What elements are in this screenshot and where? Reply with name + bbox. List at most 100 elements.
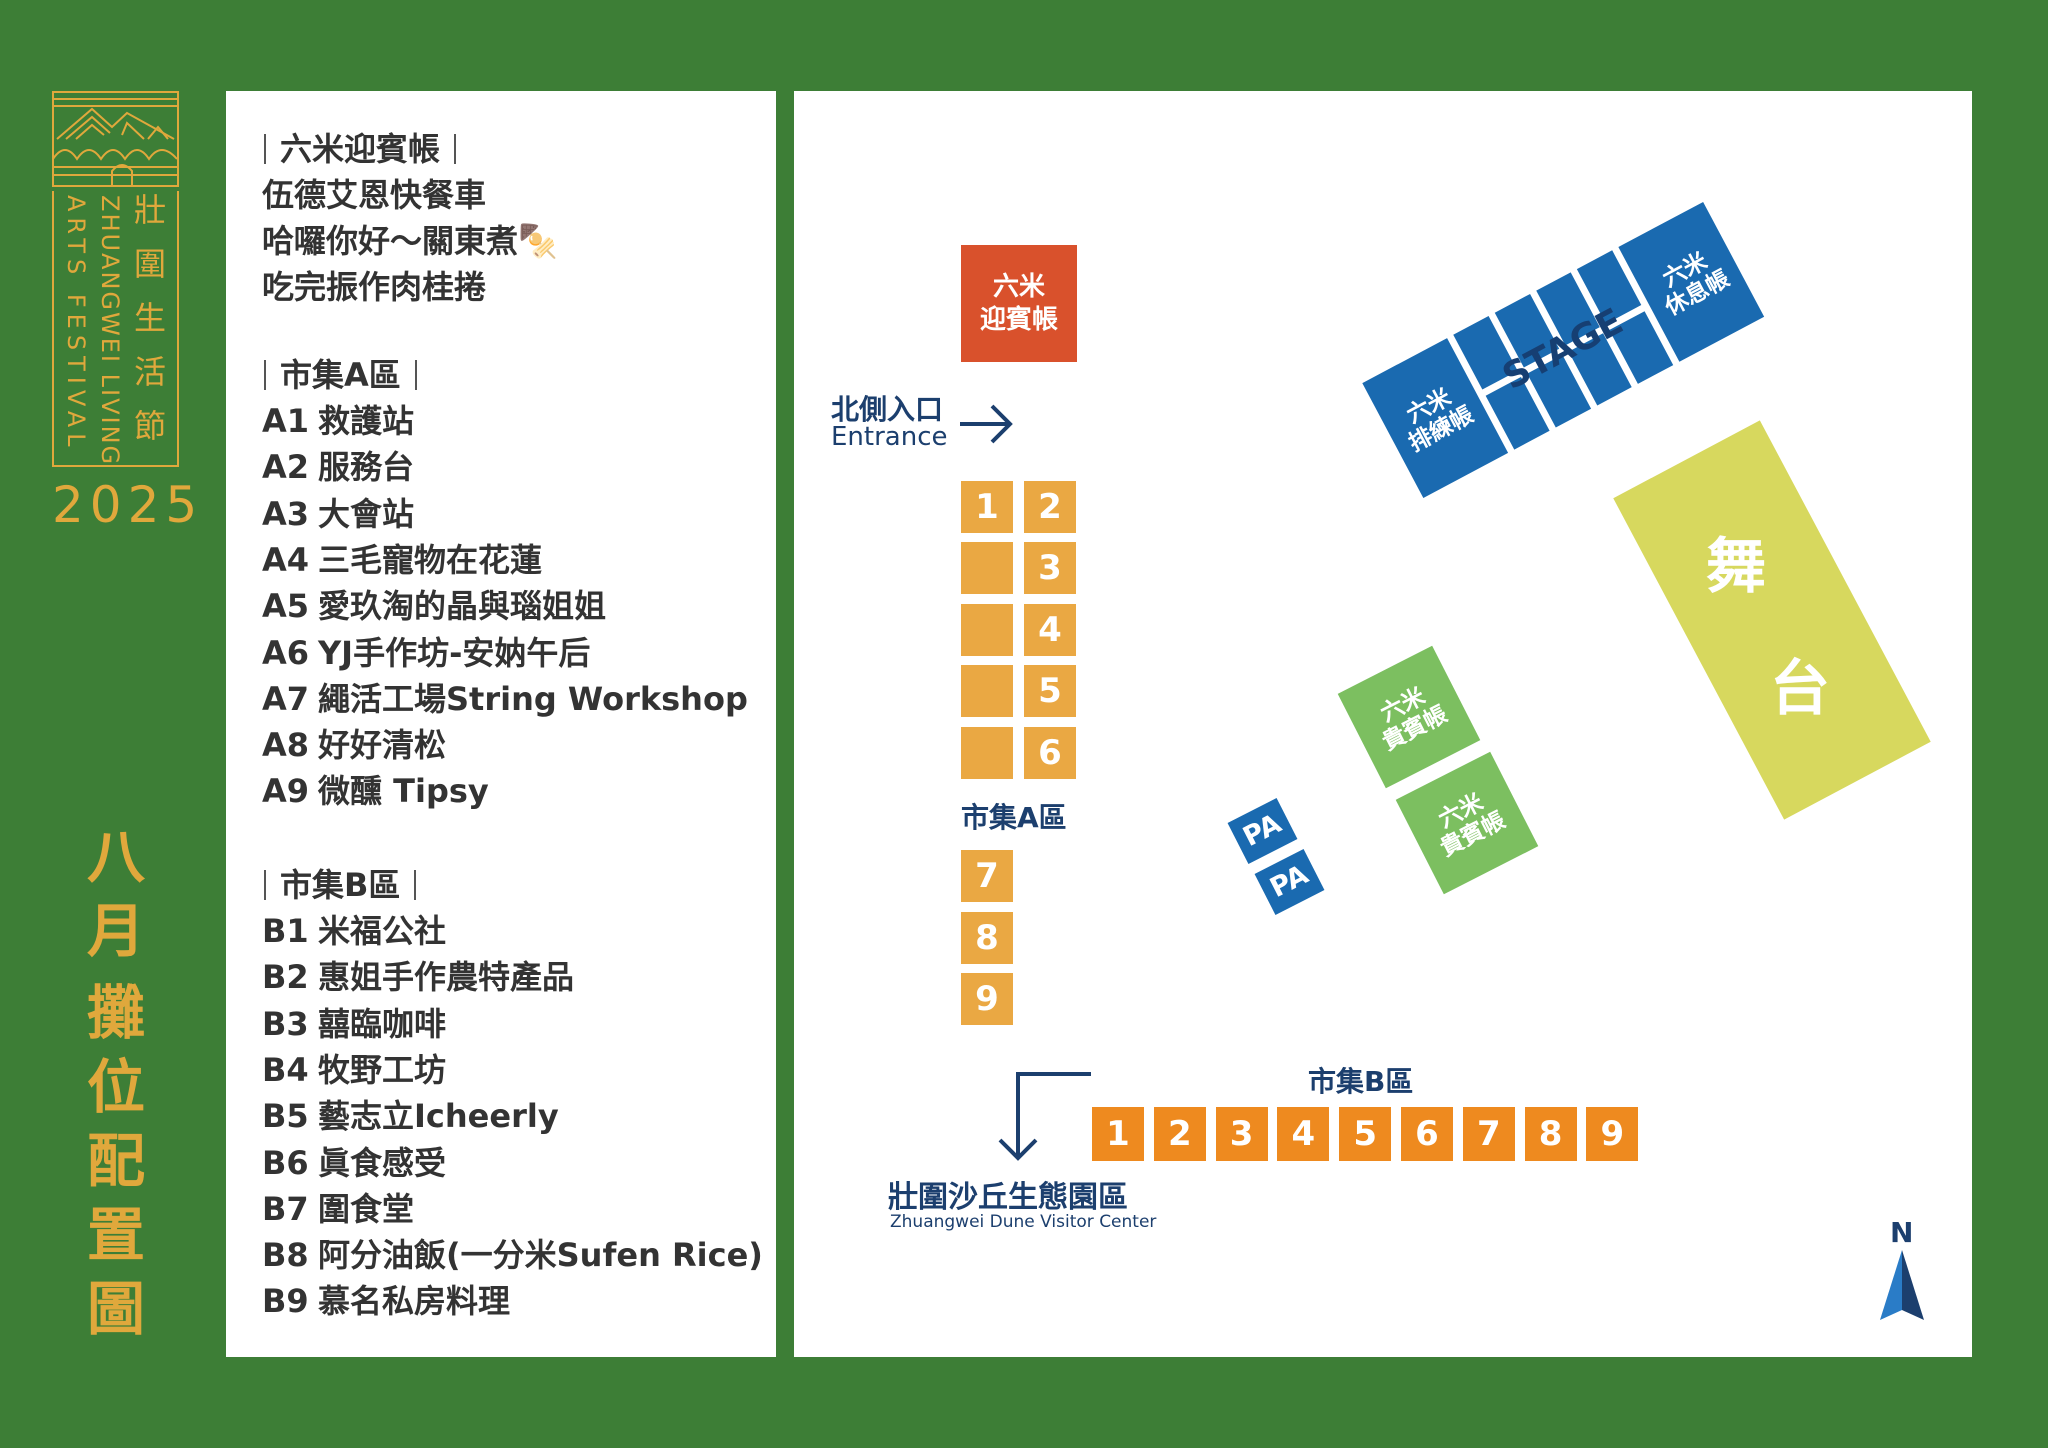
market-a-stall[interactable]: [961, 603, 1013, 656]
legend-header-market-b: 市集B區: [262, 860, 430, 906]
market-a-stall[interactable]: 4: [1024, 603, 1076, 656]
north-arrow-icon: [1880, 1250, 1924, 1320]
stall-name: 圍食堂: [318, 1189, 415, 1228]
market-b-stall[interactable]: 9: [1586, 1107, 1639, 1161]
stall-code: A9: [262, 772, 310, 811]
stall-name: 米福公社: [318, 912, 447, 950]
stall-code: B7: [262, 1189, 309, 1228]
stall-name: 繩活工場String Workshop: [318, 679, 748, 718]
market-b-stall[interactable]: 3: [1215, 1107, 1268, 1161]
stall-code: A1: [262, 402, 310, 440]
logo-title-en-1: ZHUANGWEI LIVING: [96, 195, 124, 467]
stall-code: B9: [262, 1282, 309, 1321]
arrow-down-icon: [998, 1072, 1091, 1161]
stall-name: 惠姐手作農特產品: [318, 958, 575, 997]
title-char: 位: [86, 1053, 145, 1121]
stall-code: A3: [262, 494, 310, 533]
stall-code: A6: [262, 633, 310, 672]
market-b-stall[interactable]: 6: [1401, 1107, 1453, 1161]
market-a-stall[interactable]: 8: [961, 911, 1013, 964]
stall-name: 愛玖淘的晶與瑙姐姐: [318, 587, 607, 626]
title-char: 月: [86, 897, 145, 965]
stall-code: B3: [262, 1004, 309, 1043]
market-a-stall[interactable]: 6: [1024, 726, 1076, 779]
title-char: 攤: [86, 979, 145, 1047]
visitor-center-label-en: Zhuangwei Dune Visitor Center: [890, 1212, 1157, 1232]
stall-name: 三毛寵物在花蓮: [318, 540, 543, 579]
stall-name: 好好清松: [318, 726, 447, 765]
market-a-stall[interactable]: [961, 726, 1013, 779]
market-a-label: 市集A區: [961, 801, 1067, 834]
title-char: 配: [86, 1127, 145, 1195]
market-a-stall[interactable]: 5: [1024, 665, 1076, 718]
legend-header-market-a: 市集A區: [262, 350, 431, 396]
festival-logo: 壯圍生活節 ZHUANGWEI LIVING ARTS FESTIVAL: [52, 91, 179, 467]
legend-header-welcome: 六米迎賓帳: [262, 124, 470, 170]
entrance-label-en: Entrance: [831, 422, 948, 452]
stall-name: 救護站: [318, 402, 415, 440]
stall-name: 慕名私房料理: [318, 1282, 511, 1321]
market-b-stall[interactable]: 7: [1462, 1107, 1515, 1161]
stall-name: 眞食感受: [318, 1143, 447, 1182]
stall-name: 藝志立Icheerly: [318, 1097, 559, 1136]
stall-name: 牧野工坊: [318, 1050, 447, 1089]
market-a-stall[interactable]: 9: [961, 973, 1013, 1025]
stall-name: 阿分油飯(一分米Sufen Rice): [318, 1236, 763, 1275]
stall-code: B6: [262, 1143, 309, 1182]
stall-name: YJ手作坊-安妠午后: [318, 633, 591, 672]
mountain-wave-logo-icon: [52, 91, 179, 187]
arrow-right-icon: [960, 404, 1013, 444]
market-a-stall[interactable]: [961, 542, 1013, 595]
stall-code: A8: [262, 726, 310, 765]
market-b-stall[interactable]: 2: [1153, 1107, 1206, 1161]
market-a-stall[interactable]: [961, 665, 1013, 718]
stall-code: A4: [262, 540, 310, 579]
stall-code: B4: [262, 1050, 309, 1089]
stall-code: B1: [262, 912, 309, 950]
market-b-stall[interactable]: 1: [1092, 1107, 1144, 1161]
stall-name: 囍臨咖啡: [318, 1004, 447, 1043]
logo-title-zh: 壯圍生活節: [129, 193, 167, 463]
welcome-tent[interactable]: 六米 迎賓帳: [961, 245, 1077, 362]
market-a-stall[interactable]: 3: [1024, 542, 1076, 595]
market-a-stall[interactable]: 7: [961, 850, 1013, 902]
stall-code: B8: [262, 1236, 309, 1275]
market-b-label: 市集B區: [1308, 1065, 1414, 1098]
list-item: 伍德艾恩快餐車: [262, 176, 487, 214]
market-b-stall[interactable]: 8: [1524, 1107, 1577, 1161]
market-b-stall[interactable]: 5: [1339, 1107, 1392, 1161]
market-a-stall[interactable]: 1: [961, 481, 1013, 533]
title-char: 圖: [86, 1275, 145, 1343]
stall-code: B2: [262, 958, 309, 997]
market-b-stall[interactable]: 4: [1277, 1107, 1330, 1161]
stall-code: A5: [262, 587, 310, 626]
stall-code: A2: [262, 448, 310, 487]
stall-name: 大會站: [318, 494, 415, 533]
logo-year: 2025: [52, 476, 204, 534]
stall-name: 服務台: [318, 448, 415, 487]
north-label: N: [1890, 1216, 1914, 1249]
stall-code: B5: [262, 1097, 309, 1136]
entrance-label-zh: 北側入口: [831, 393, 944, 426]
page-title: 八 月 攤 位 配 置 圖: [86, 820, 146, 1346]
visitor-center-label-zh: 壯圍沙丘生態園區: [888, 1180, 1128, 1215]
logo-title-en-2: ARTS FESTIVAL: [62, 195, 90, 453]
market-a-stall[interactable]: 2: [1024, 481, 1076, 533]
